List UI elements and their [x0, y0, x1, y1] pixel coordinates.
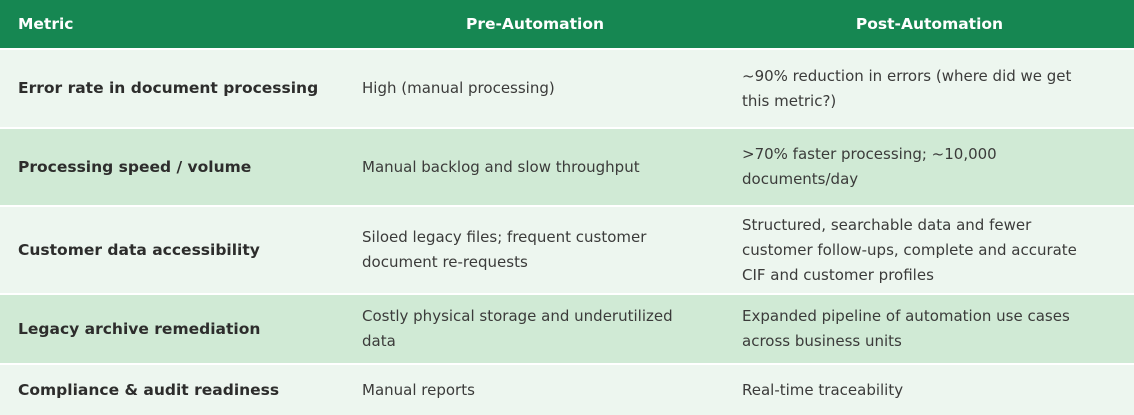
- column-header-pre-automation: Pre-Automation: [345, 0, 725, 50]
- column-header-metric: Metric: [0, 0, 345, 50]
- post-automation-cell: ~90% reduction in errors (where did we g…: [725, 50, 1134, 129]
- metric-cell: Compliance & audit readiness: [0, 365, 345, 415]
- metric-cell: Processing speed / volume: [0, 129, 345, 207]
- post-automation-cell: Structured, searchable data and fewer cu…: [725, 207, 1134, 295]
- post-automation-cell: Real-time traceability: [725, 365, 1134, 415]
- table-row: Error rate in document processing High (…: [0, 50, 1134, 129]
- column-header-post-automation: Post-Automation: [725, 0, 1134, 50]
- table-row: Compliance & audit readiness Manual repo…: [0, 365, 1134, 415]
- table-row: Processing speed / volume Manual backlog…: [0, 129, 1134, 207]
- pre-automation-cell: Manual reports: [345, 365, 725, 415]
- pre-automation-cell: Manual backlog and slow throughput: [345, 129, 725, 207]
- pre-automation-cell: Siloed legacy files; frequent customer d…: [345, 207, 725, 295]
- table-row: Legacy archive remediation Costly physic…: [0, 295, 1134, 365]
- table-body: Error rate in document processing High (…: [0, 50, 1134, 415]
- pre-automation-cell: High (manual processing): [345, 50, 725, 129]
- pre-automation-cell: Costly physical storage and underutilize…: [345, 295, 725, 365]
- table-row: Customer data accessibility Siloed legac…: [0, 207, 1134, 295]
- table-header: Metric Pre-Automation Post-Automation: [0, 0, 1134, 50]
- post-automation-cell: >70% faster processing; ~10,000 document…: [725, 129, 1134, 207]
- metric-cell: Legacy archive remediation: [0, 295, 345, 365]
- post-automation-cell: Expanded pipeline of automation use case…: [725, 295, 1134, 365]
- metric-cell: Error rate in document processing: [0, 50, 345, 129]
- header-row: Metric Pre-Automation Post-Automation: [0, 0, 1134, 50]
- metric-cell: Customer data accessibility: [0, 207, 345, 295]
